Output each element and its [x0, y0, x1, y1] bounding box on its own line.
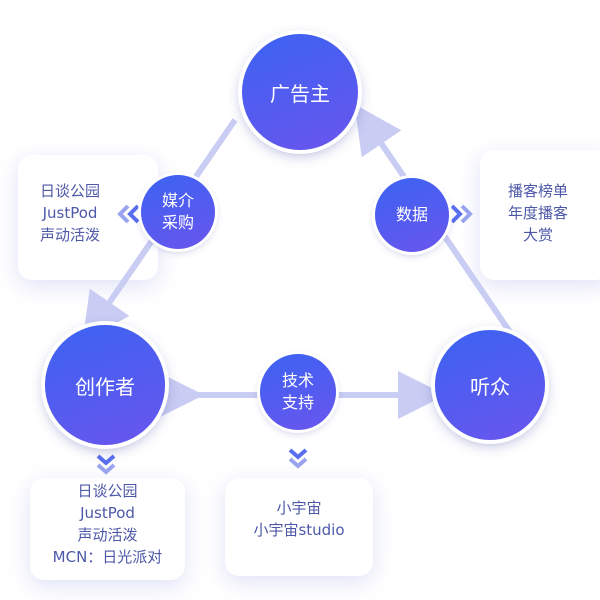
- node-advertiser: 广告主: [242, 34, 358, 150]
- card-data: [480, 150, 600, 280]
- node-creator: 创作者: [45, 325, 165, 445]
- card-creator: [30, 478, 185, 580]
- link-tech: 技术支持: [260, 354, 336, 430]
- chevron-left-icon: [117, 204, 140, 224]
- card-data-text: 播客榜单年度播客大赏: [507, 182, 568, 244]
- card-tech-text: 小宇宙小宇宙studio: [253, 499, 345, 539]
- node-audience: 听众: [435, 330, 545, 440]
- chevron-right-icon: [450, 204, 473, 224]
- card-tech: [225, 478, 373, 576]
- link-data: 数据: [375, 178, 449, 252]
- chevron-down-icon: [96, 454, 116, 475]
- link-media-buy: 媒介采购: [141, 175, 215, 249]
- chevron-down-icon: [288, 448, 308, 469]
